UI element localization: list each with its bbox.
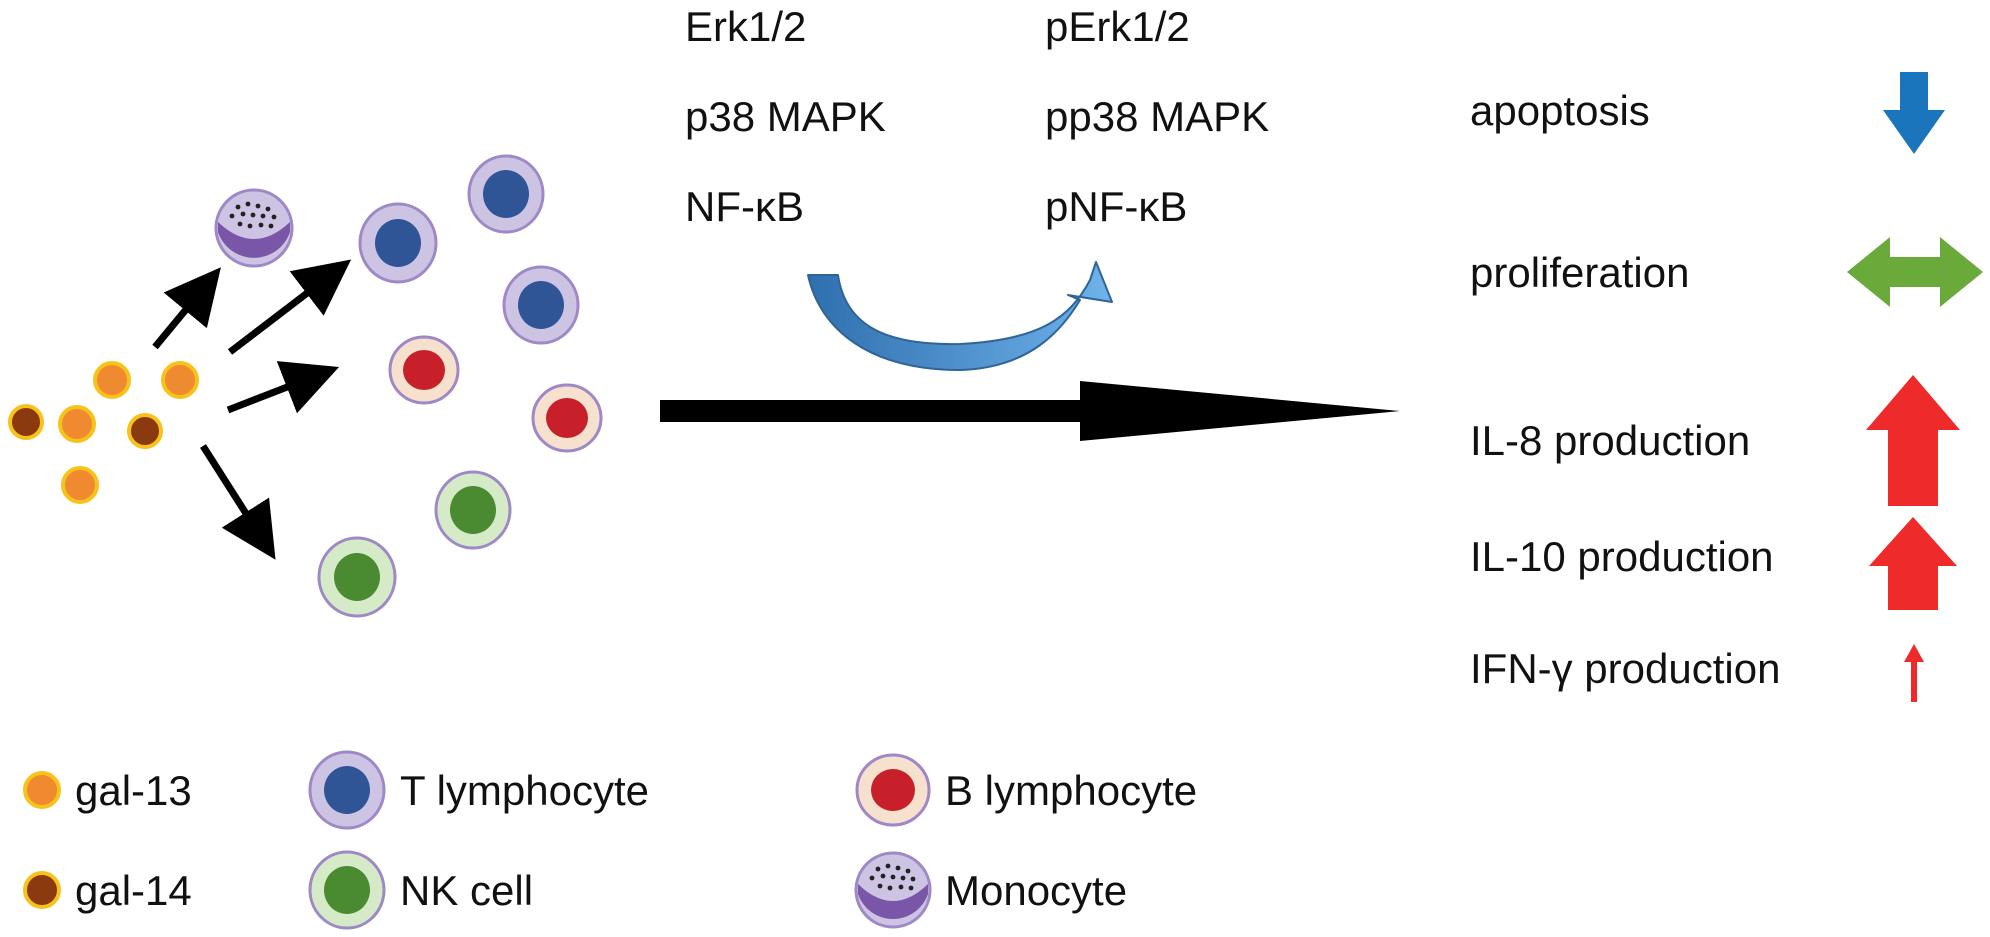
legend-gal-14: gal-14 bbox=[23, 867, 192, 914]
outcome-ifng: IFN-γ production bbox=[1470, 645, 1780, 692]
main-effect-arrow bbox=[660, 381, 1400, 441]
legend: gal-13 gal-14 T lymphocyte NK cell bbox=[23, 750, 1197, 930]
gal-13-icon bbox=[23, 771, 61, 809]
arrow-to-t-lymphocytes bbox=[227, 259, 352, 355]
nk-cell bbox=[434, 470, 512, 550]
down-arrow-icon bbox=[1883, 72, 1945, 154]
gal-13-particle bbox=[161, 361, 199, 399]
arrow-to-nk-cells bbox=[200, 444, 276, 560]
gal-14-particle bbox=[127, 413, 163, 449]
gal-14-icon bbox=[23, 871, 61, 909]
b-lymphocyte bbox=[531, 383, 603, 453]
effect-arrows bbox=[1847, 72, 1983, 702]
t-lymphocyte bbox=[467, 154, 545, 234]
large-up-arrow-icon bbox=[1866, 375, 1960, 506]
t-lymphocyte bbox=[358, 202, 438, 284]
signal-after-perk: pErk1/2 bbox=[1045, 3, 1190, 50]
t-lymphocyte-icon bbox=[308, 750, 386, 830]
outcome-apoptosis: apoptosis bbox=[1470, 87, 1650, 134]
arrow-to-b-lymphocytes bbox=[226, 361, 340, 414]
nk-cell-group bbox=[317, 470, 512, 618]
signal-before-erk: Erk1/2 bbox=[685, 3, 806, 50]
signal-after-pnfkb: pNF-κB bbox=[1045, 183, 1187, 230]
gal-13-particle bbox=[58, 405, 96, 443]
t-lymphocyte-cells bbox=[358, 154, 580, 345]
gal-13-particle bbox=[61, 466, 99, 504]
signaling-molecules: Erk1/2 p38 MAPK NF-κB pErk1/2 pp38 MAPK … bbox=[685, 3, 1269, 230]
gal-14-particle bbox=[8, 404, 44, 440]
double-headed-arrow-icon bbox=[1847, 237, 1983, 307]
phosphorylation-curved-arrow bbox=[807, 261, 1113, 371]
b-lymphocyte bbox=[388, 335, 460, 405]
binding-arrows bbox=[152, 259, 352, 560]
small-up-arrow-icon bbox=[1904, 644, 1924, 702]
legend-t-lymphocyte: T lymphocyte bbox=[308, 750, 649, 830]
outcome-proliferation: proliferation bbox=[1470, 249, 1689, 296]
galectin-cluster bbox=[8, 361, 199, 504]
signal-before-nfkb: NF-κB bbox=[685, 183, 804, 230]
monocyte-icon bbox=[854, 851, 932, 929]
legend-nk-cell: NK cell bbox=[308, 850, 533, 930]
legend-gal-14-label: gal-14 bbox=[75, 867, 192, 914]
legend-gal-13: gal-13 bbox=[23, 767, 192, 814]
t-lymphocyte bbox=[502, 265, 580, 345]
monocyte-cell bbox=[214, 188, 294, 268]
legend-nk-cell-label: NK cell bbox=[400, 867, 533, 914]
legend-monocyte: Monocyte bbox=[854, 851, 1127, 929]
legend-gal-13-label: gal-13 bbox=[75, 767, 192, 814]
medium-up-arrow-icon bbox=[1869, 517, 1957, 610]
legend-monocyte-label: Monocyte bbox=[945, 867, 1127, 914]
outcome-il10: IL-10 production bbox=[1470, 533, 1774, 580]
legend-b-lymphocyte-label: B lymphocyte bbox=[945, 767, 1197, 814]
gal-13-particle bbox=[93, 361, 131, 399]
b-lymphocyte-cells bbox=[388, 335, 603, 453]
signal-before-p38: p38 MAPK bbox=[685, 93, 886, 140]
nk-cell bbox=[317, 536, 397, 618]
outcome-list: apoptosis proliferation IL-8 production … bbox=[1470, 87, 1780, 692]
outcome-il8: IL-8 production bbox=[1470, 417, 1750, 464]
legend-b-lymphocyte: B lymphocyte bbox=[855, 753, 1197, 827]
signal-after-pp38: pp38 MAPK bbox=[1045, 93, 1269, 140]
legend-t-lymphocyte-label: T lymphocyte bbox=[400, 767, 649, 814]
nk-cell-icon bbox=[308, 850, 386, 930]
arrow-to-monocyte bbox=[152, 267, 221, 350]
b-lymphocyte-icon bbox=[855, 753, 931, 827]
